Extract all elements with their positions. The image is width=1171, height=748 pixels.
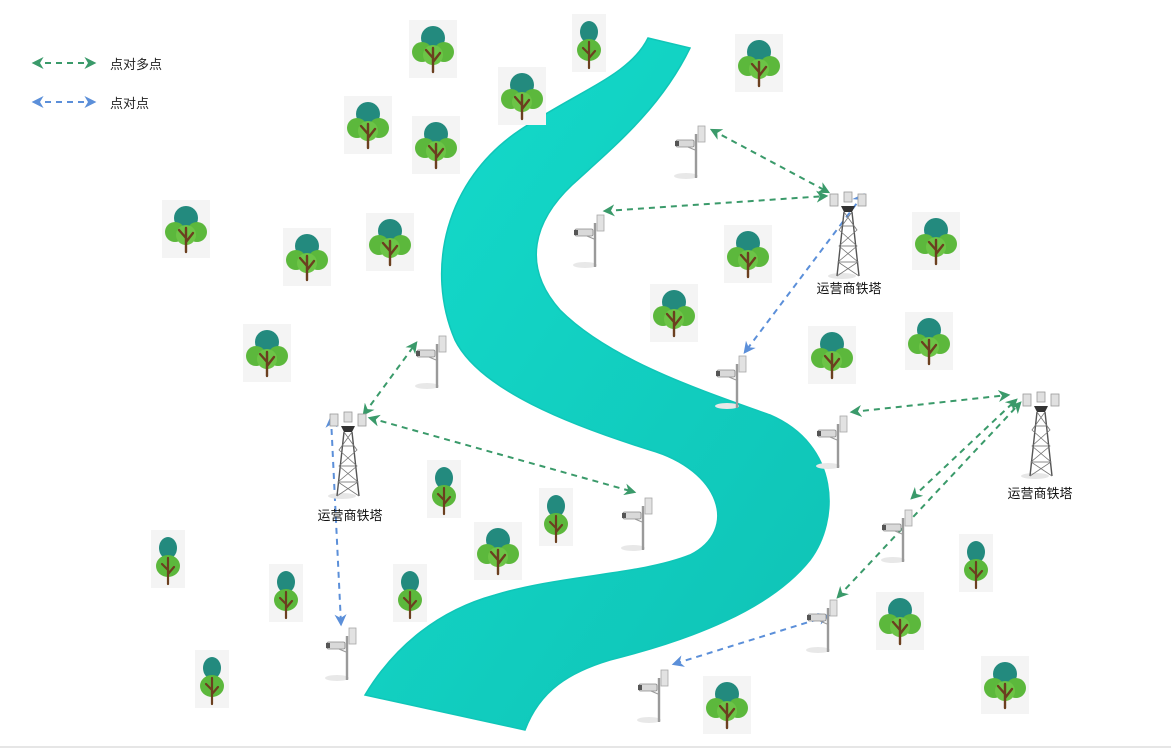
tree	[722, 223, 774, 285]
tree	[391, 562, 429, 624]
camera-icon	[636, 669, 669, 724]
tree	[874, 590, 926, 652]
tree	[149, 528, 187, 590]
tree	[910, 210, 962, 272]
tree	[496, 65, 548, 127]
link-multipoint	[910, 398, 1018, 500]
tree	[364, 211, 416, 273]
link-multipoint	[709, 128, 831, 194]
camera-icon	[414, 335, 447, 390]
link-point-to-point	[325, 415, 347, 627]
camera-icon	[673, 125, 706, 180]
river	[363, 37, 830, 731]
legend-item-point-to-point: 点对点	[28, 91, 162, 113]
tree	[241, 322, 293, 384]
link-multipoint	[849, 390, 1011, 417]
link-multipoint	[362, 341, 418, 416]
tree	[733, 32, 785, 94]
tree	[957, 532, 995, 594]
tree	[342, 94, 394, 156]
tree	[160, 198, 212, 260]
camera-icon	[880, 509, 913, 564]
tree	[903, 310, 955, 372]
link-multipoint	[367, 414, 637, 496]
tree	[407, 18, 459, 80]
multipoint-links	[362, 128, 1022, 599]
dashed-arrow-green-icon	[31, 57, 97, 69]
camera-icon	[324, 627, 357, 682]
bottom-divider	[0, 746, 1171, 748]
tower-label-left: 运营商铁塔	[317, 509, 383, 524]
tree	[425, 458, 463, 520]
tree	[806, 324, 858, 386]
legend: 点对多点 点对点	[28, 52, 162, 130]
tree	[570, 12, 608, 74]
link-multipoint	[836, 401, 1022, 599]
legend-item-multipoint: 点对多点	[28, 52, 162, 74]
tree	[472, 520, 524, 582]
tree	[193, 648, 231, 710]
tree	[410, 114, 462, 176]
camera-icon	[805, 599, 838, 654]
legend-label-multipoint: 点对多点	[110, 57, 163, 73]
camera-icon	[620, 497, 653, 552]
tree	[979, 654, 1031, 716]
operator-tower-icon	[1020, 391, 1060, 480]
point-to-point-links	[325, 193, 865, 667]
tree	[537, 486, 575, 548]
dashed-arrow-blue-icon	[31, 96, 97, 108]
link-point-to-point	[671, 613, 831, 667]
tree	[701, 674, 753, 736]
tower-label-top-right: 运营商铁塔	[816, 282, 882, 297]
tower-label-right: 运营商铁塔	[1007, 487, 1073, 502]
tree	[267, 562, 305, 624]
camera-icon	[572, 214, 605, 269]
legend-label-point-to-point: 点对点	[110, 96, 150, 112]
tree	[281, 226, 333, 288]
tree	[648, 282, 700, 344]
link-multipoint	[602, 190, 829, 217]
